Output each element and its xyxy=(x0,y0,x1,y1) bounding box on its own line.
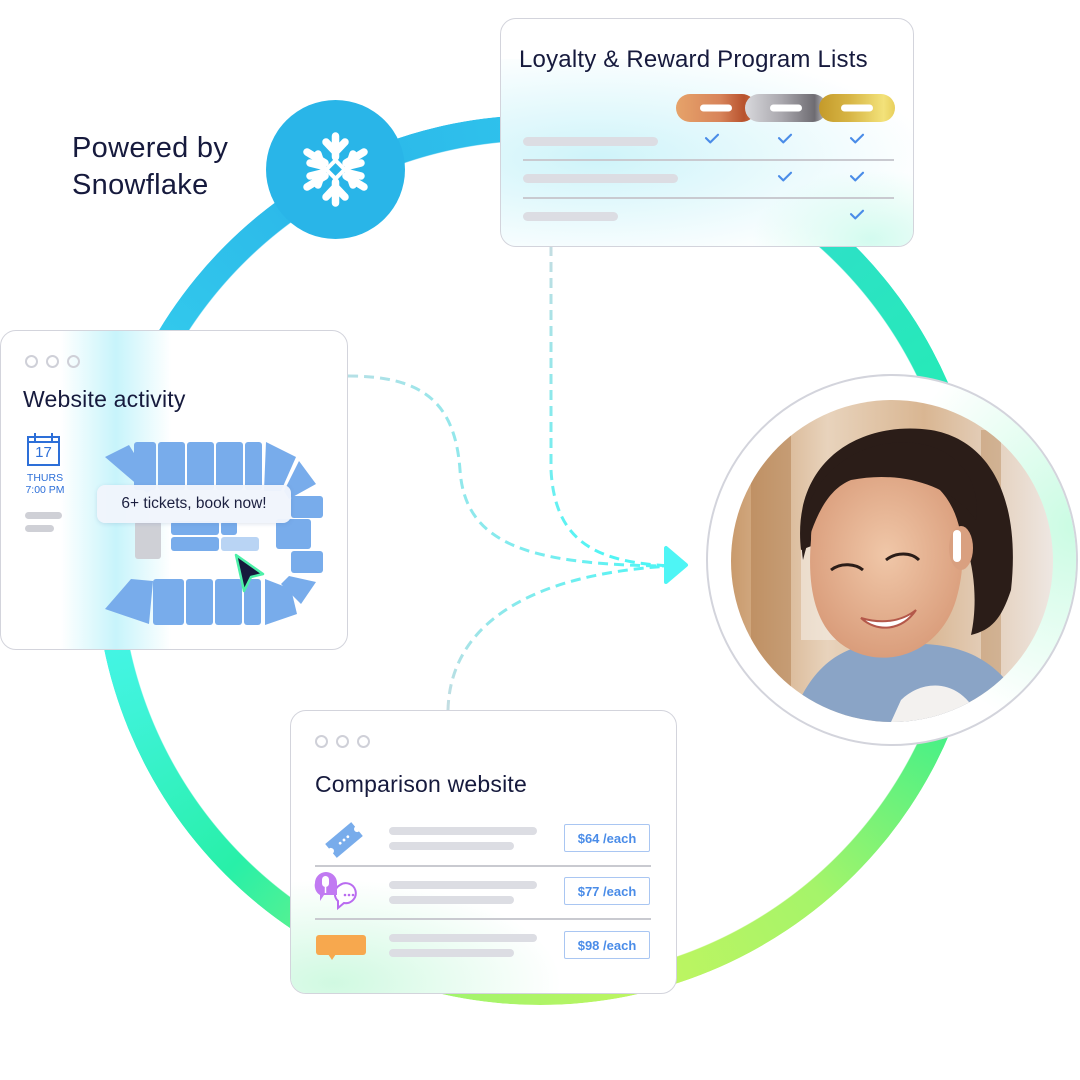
seat-section xyxy=(171,521,219,535)
connector-website-activity xyxy=(347,374,671,568)
event-weekday: THURS xyxy=(26,472,64,484)
seat-section xyxy=(284,461,316,499)
text-placeholder xyxy=(25,512,62,519)
row-divider xyxy=(315,865,651,867)
row-divider xyxy=(315,918,651,920)
checkmark-icon xyxy=(849,133,865,144)
checkmark-icon xyxy=(777,171,793,182)
tier-silver-pill xyxy=(745,94,827,122)
website-activity-title: Website activity xyxy=(23,386,186,412)
seat-section xyxy=(215,579,242,625)
customer-portrait-illustration xyxy=(731,400,1053,722)
seat-section xyxy=(221,521,237,535)
seat-section xyxy=(244,579,261,625)
tier-gold-pill xyxy=(819,94,895,122)
checkmark-icon xyxy=(777,133,793,144)
seat-section xyxy=(291,496,323,518)
window-dot xyxy=(357,735,370,748)
window-dot xyxy=(315,735,328,748)
powered-by-line2: Snowflake xyxy=(72,169,209,201)
seat-section xyxy=(171,537,219,551)
window-dot xyxy=(25,355,38,368)
seat-section xyxy=(291,551,323,573)
ticket-icon xyxy=(325,822,363,858)
calendar-day: 17 xyxy=(35,444,52,461)
seat-section xyxy=(105,579,153,624)
window-dot xyxy=(336,735,349,748)
powered-by-label: Powered by Snowflake xyxy=(72,130,228,204)
seat-section xyxy=(276,519,311,549)
connector-loyalty xyxy=(549,246,671,568)
program-row-label xyxy=(523,212,618,221)
window-controls xyxy=(315,735,370,748)
comparison-website-card: Comparison website $64 /each $77 /each $… xyxy=(290,710,677,994)
loyalty-program-card: Loyalty & Reward Program Lists xyxy=(500,18,914,247)
seat-section xyxy=(245,442,262,490)
window-controls xyxy=(25,355,80,368)
seat-section xyxy=(281,576,316,604)
arrow-head-icon xyxy=(664,546,688,584)
venue-seat-map xyxy=(105,442,323,625)
text-placeholder xyxy=(25,525,54,532)
cursor-arrow-icon xyxy=(234,553,265,593)
program-row-label xyxy=(523,174,678,183)
website-activity-card: Website activity 17 THURS 7:00 PM xyxy=(0,330,348,650)
seat-section xyxy=(265,579,297,625)
tickets-tooltip: 6+ tickets, book now! xyxy=(97,485,291,523)
price-button-1[interactable]: $64 /each xyxy=(564,824,650,852)
window-dot xyxy=(67,355,80,368)
seat-section xyxy=(157,579,184,625)
speech-bubble-icon xyxy=(316,935,366,960)
snowflake-logo-icon xyxy=(303,132,368,207)
loyalty-card-title: Loyalty & Reward Program Lists xyxy=(519,46,868,73)
row-divider xyxy=(523,197,894,199)
program-row-label xyxy=(523,137,658,146)
event-time: 7:00 PM xyxy=(25,484,65,496)
checkmark-icon xyxy=(849,171,865,182)
powered-by-line1: Powered by xyxy=(72,132,229,164)
seat-section xyxy=(264,442,296,491)
listing-title-placeholder xyxy=(389,934,537,942)
connector-comparison xyxy=(446,564,671,711)
tier-bronze-pill xyxy=(676,94,756,122)
listing-subtitle-placeholder xyxy=(389,896,514,904)
listing-subtitle-placeholder xyxy=(389,842,514,850)
price-button-2[interactable]: $77 /each xyxy=(564,877,650,905)
window-dot xyxy=(46,355,59,368)
podcast-chat-icon xyxy=(314,872,357,911)
checkmark-icon xyxy=(704,133,720,144)
row-divider xyxy=(523,159,894,161)
price-button-3[interactable]: $98 /each xyxy=(564,931,650,959)
listing-title-placeholder xyxy=(389,827,537,835)
listing-subtitle-placeholder xyxy=(389,949,514,957)
seat-section xyxy=(187,442,214,490)
comparison-title: Comparison website xyxy=(315,771,527,797)
seat-section xyxy=(158,442,185,490)
snowflake-badge xyxy=(266,100,405,239)
listing-title-placeholder xyxy=(389,881,537,889)
seat-section xyxy=(134,442,156,490)
calendar-icon xyxy=(27,433,60,466)
checkmark-icon xyxy=(849,209,865,220)
customer-portrait-photo xyxy=(731,400,1053,722)
seat-section xyxy=(216,442,243,490)
stage-area xyxy=(135,521,161,559)
selected-seat-section[interactable] xyxy=(221,537,259,551)
seat-section xyxy=(186,579,213,625)
